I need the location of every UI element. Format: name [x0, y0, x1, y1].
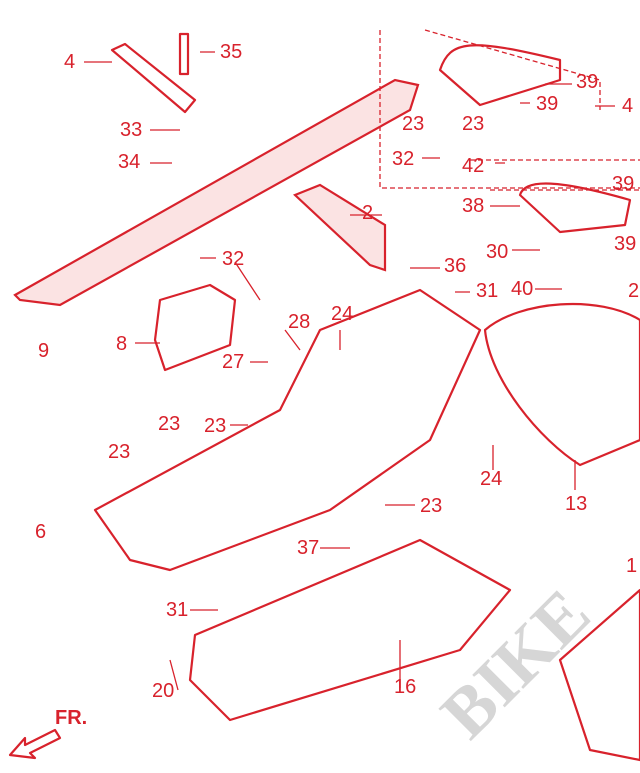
callout-24: 24 [480, 468, 502, 490]
callout-31: 31 [166, 599, 188, 621]
callout-1: 1 [626, 555, 637, 577]
callout-23: 23 [108, 441, 130, 463]
part-front-cover-13 [483, 302, 640, 467]
callout-31: 31 [476, 280, 498, 302]
callout-23: 23 [158, 413, 180, 435]
callout-39: 39 [536, 93, 558, 115]
callout-13: 13 [565, 493, 587, 515]
callout-labels: 4 35 33 34 9 2 32 8 27 28 24 23 23 23 6 … [35, 41, 639, 702]
callout-9: 9 [38, 340, 49, 362]
callout-23: 23 [204, 415, 226, 437]
part-bolt-4 [110, 42, 197, 114]
callout-23: 23 [462, 113, 484, 135]
callout-33: 33 [120, 119, 142, 141]
part-mat-2 [292, 183, 387, 272]
part-floor-mat-9 [13, 78, 420, 307]
callout-8: 8 [116, 333, 127, 355]
callout-39: 39 [612, 173, 634, 195]
callout-2: 2 [362, 202, 373, 224]
callout-42: 42 [462, 155, 484, 177]
part-lid-8 [153, 283, 237, 372]
part-pocket-38 [518, 182, 632, 234]
callout-23: 23 [402, 113, 424, 135]
part-under-cover-16 [188, 538, 512, 722]
callout-23: 23 [420, 495, 442, 517]
callout-20: 20 [152, 680, 174, 702]
callout-4: 4 [64, 51, 75, 73]
callout-37: 37 [297, 537, 319, 559]
callout-28: 28 [288, 311, 310, 333]
callout-32: 32 [392, 148, 414, 170]
part-screw-35 [178, 32, 190, 76]
callout-4: 4 [622, 95, 633, 117]
callout-40: 40 [511, 278, 533, 300]
callout-35: 35 [220, 41, 242, 63]
callout-32: 32 [222, 248, 244, 270]
watermark: BIKE [427, 575, 605, 753]
callout-34: 34 [118, 151, 140, 173]
direction-label: FR. [55, 707, 87, 729]
front-direction-arrow: FR. [8, 707, 87, 760]
callout-30: 30 [486, 241, 508, 263]
part-side-cover-6 [93, 288, 482, 572]
callout-36: 36 [444, 255, 466, 277]
callout-39: 39 [614, 233, 636, 255]
callout-6: 6 [35, 521, 46, 543]
callout-2: 2 [628, 280, 639, 302]
callout-27: 27 [222, 351, 244, 373]
callout-38: 38 [462, 195, 484, 217]
part-pocket-41 [438, 44, 562, 107]
callout-16: 16 [394, 676, 416, 698]
callout-39: 39 [576, 71, 598, 93]
callout-24: 24 [331, 303, 353, 325]
part-cover-1 [558, 588, 640, 762]
